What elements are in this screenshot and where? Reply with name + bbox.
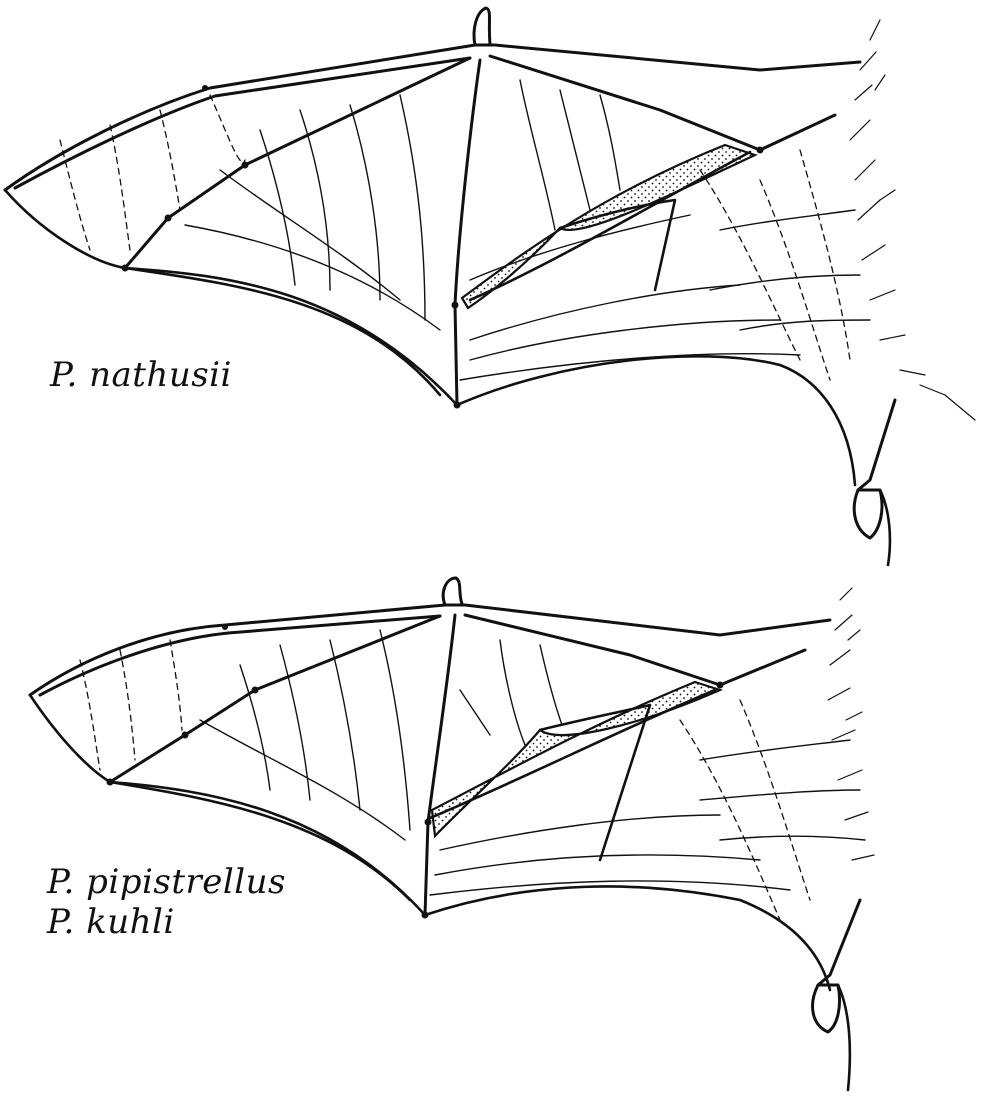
- species-label-kuhli: P. kuhli: [47, 905, 175, 939]
- species-label-pipistrellus: P. pipistrellus: [47, 865, 286, 899]
- wing-pipistrellus-kuhli: [30, 578, 874, 1090]
- body-fur: [828, 588, 874, 860]
- thumb: [474, 8, 490, 45]
- body-fur: [850, 20, 975, 420]
- digit-5: [760, 115, 835, 150]
- foot: [813, 985, 840, 1032]
- stippled-membrane-zone: [432, 682, 720, 836]
- foot: [854, 490, 882, 538]
- thumb: [443, 578, 462, 605]
- digit-3: [125, 58, 470, 268]
- forearm: [490, 56, 760, 150]
- digit-4: [455, 60, 480, 405]
- digit-3: [110, 616, 440, 782]
- digit-5: [720, 650, 805, 685]
- forearm: [465, 615, 720, 685]
- leading-edge: [5, 45, 860, 190]
- wing-nathusii: [5, 8, 975, 565]
- trailing-edge: [30, 695, 830, 990]
- hind-leg: [858, 400, 895, 490]
- trailing-edge: [5, 190, 855, 485]
- digit-4: [425, 615, 455, 915]
- species-label-nathusii: P. nathusii: [50, 358, 232, 392]
